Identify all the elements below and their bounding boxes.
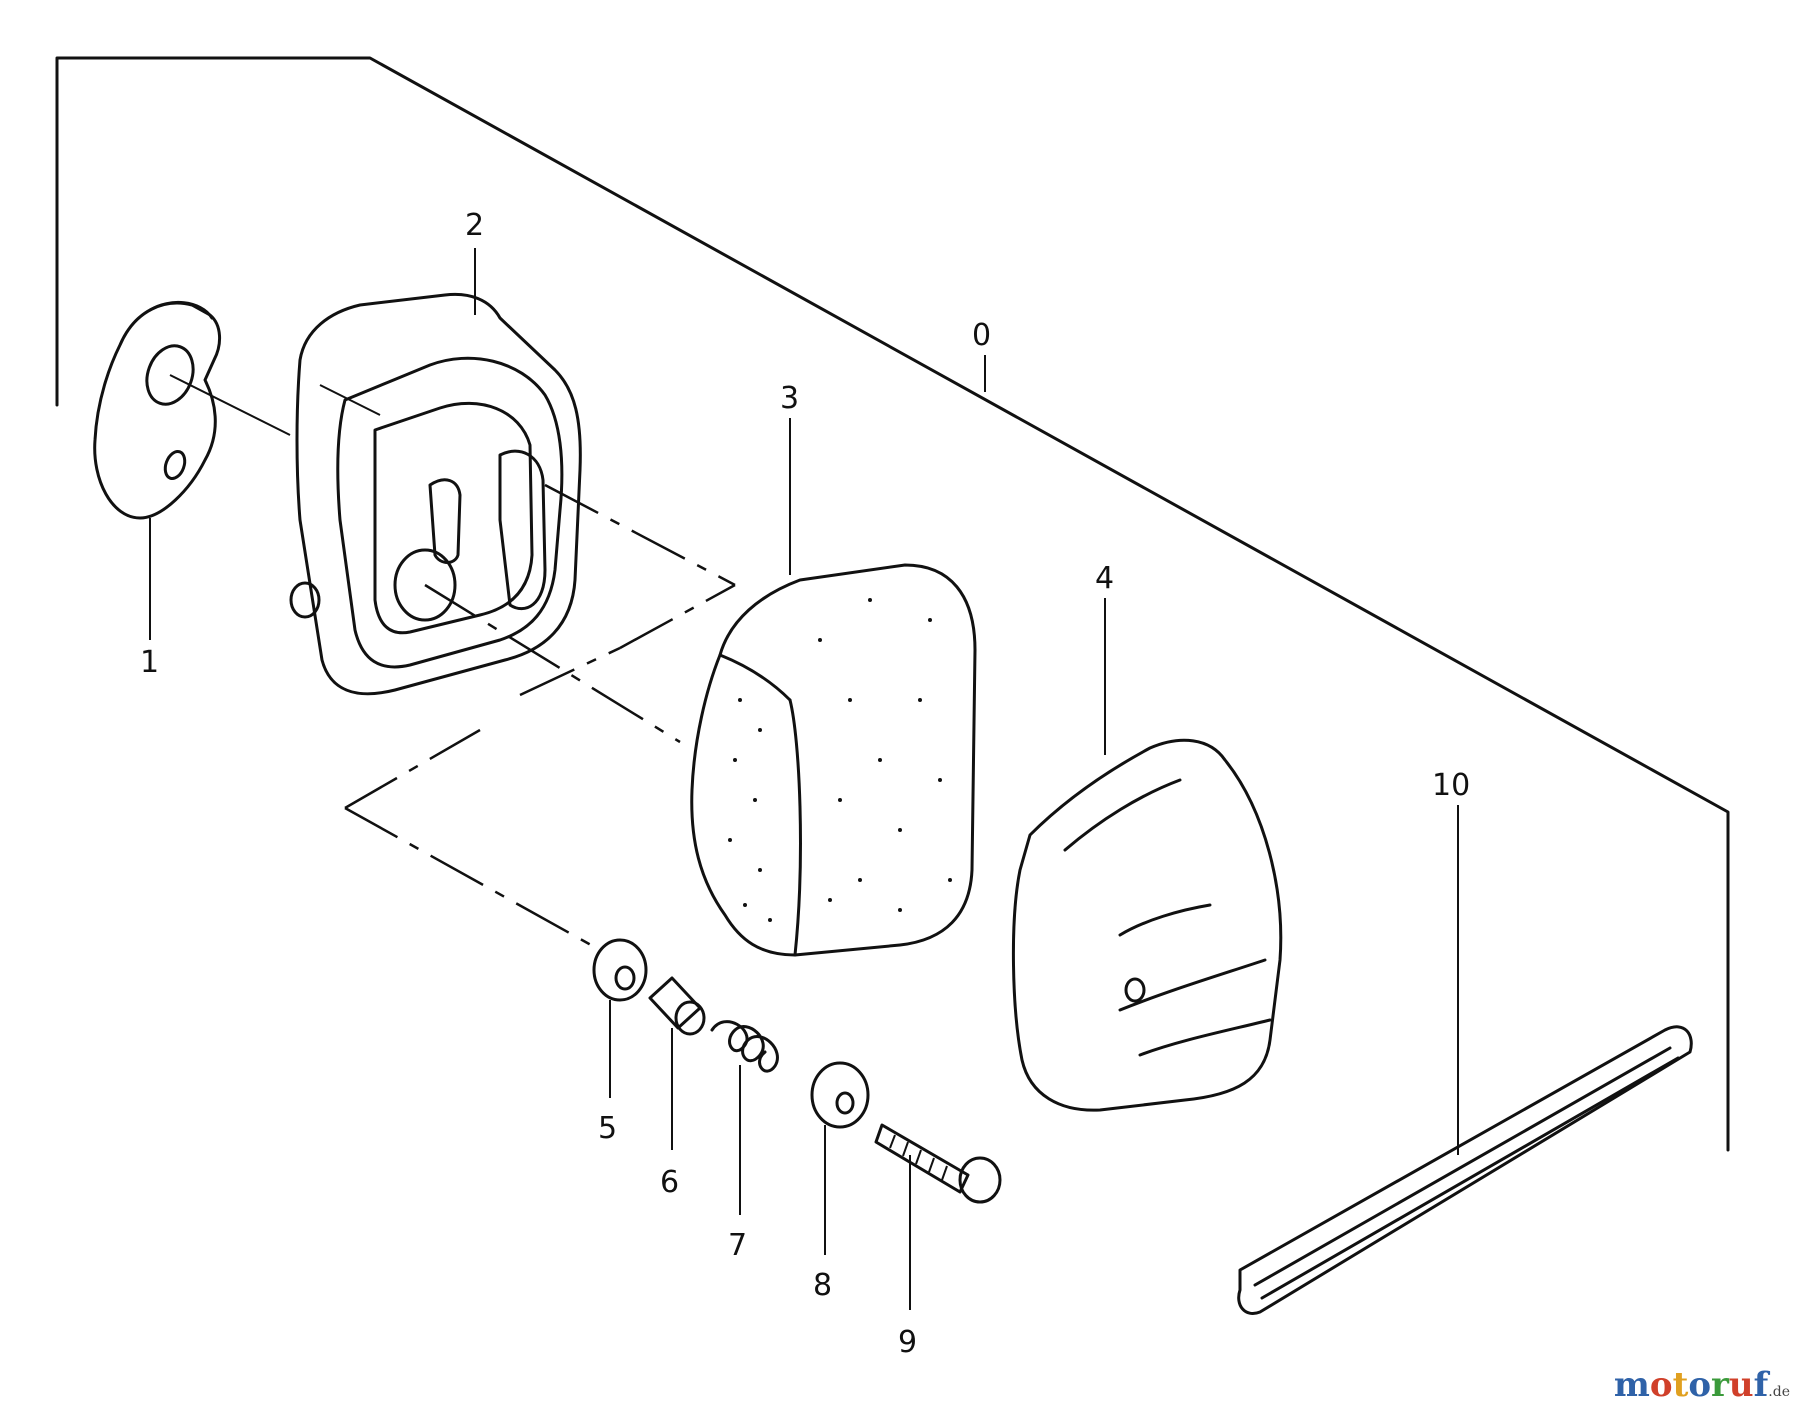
screw-part (874, 1123, 1002, 1310)
watermark-tld: .de (1768, 1384, 1790, 1400)
filter-base-part (289, 248, 736, 744)
spring-part (710, 1020, 779, 1215)
part-label-6: 6 (660, 1165, 679, 1200)
part-label-8: 8 (813, 1268, 832, 1303)
watermark-letter: o (1688, 1365, 1711, 1405)
part-label-1: 1 (140, 645, 159, 680)
watermark-letter: f (1753, 1365, 1769, 1405)
gasket-part (93, 300, 291, 640)
motoruf-watermark: motoruf.de (1614, 1365, 1790, 1405)
washer-2-part (810, 1061, 870, 1129)
seal-strip-part (1237, 805, 1693, 1315)
filter-cover-part (1011, 598, 1283, 1112)
part-label-7: 7 (728, 1228, 747, 1263)
part-label-10: 10 (1432, 768, 1470, 803)
part-label-5: 5 (598, 1111, 617, 1146)
watermark-letter: m (1613, 1365, 1650, 1405)
watermark-letter: u (1728, 1365, 1754, 1405)
part-label-4: 4 (1095, 561, 1114, 596)
assembly-bracket (55, 56, 1730, 1152)
part-label-3: 3 (780, 381, 799, 416)
sponge-filter-part (690, 418, 977, 957)
part-label-2: 2 (465, 208, 484, 243)
sponge-texture (728, 598, 952, 922)
watermark-letter: t (1672, 1365, 1689, 1405)
washer-part (592, 938, 648, 1002)
part-label-0: 0 (972, 318, 991, 353)
part-number-labels: 0 1 2 3 4 5 6 7 8 9 10 (140, 208, 1470, 1360)
small-hardware-parts (344, 583, 1002, 1310)
watermark-letter: r (1711, 1365, 1729, 1405)
part-label-9: 9 (898, 1325, 917, 1360)
watermark-logo: motoruf (1614, 1365, 1768, 1405)
watermark-letter: o (1649, 1365, 1673, 1405)
